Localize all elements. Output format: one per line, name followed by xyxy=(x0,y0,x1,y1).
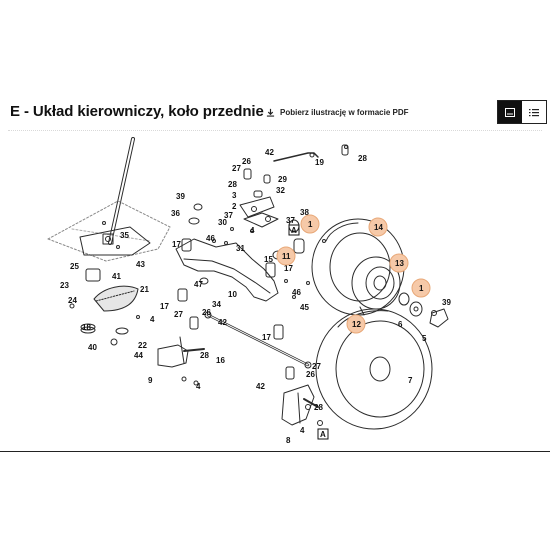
callout-label[interactable]: 25 xyxy=(70,262,79,271)
parts-diagram: 42 26 27 19 28 29 28 32 3 2 38 37 37 39 … xyxy=(8,130,542,453)
callout-label[interactable]: 13 xyxy=(395,259,404,268)
image-view-icon xyxy=(505,107,515,117)
callout-label[interactable]: 26 xyxy=(242,157,251,166)
callout-labels: 42 26 27 19 28 29 28 32 3 2 38 37 37 39 … xyxy=(60,148,451,445)
callout-label[interactable]: 39 xyxy=(176,192,185,201)
callout-label[interactable]: 4 xyxy=(300,426,305,435)
callout-label[interactable]: 30 xyxy=(218,218,227,227)
callout-label[interactable]: 39 xyxy=(442,298,451,307)
callout-highlight[interactable] xyxy=(346,314,366,334)
callout-label[interactable]: A xyxy=(320,430,326,439)
callout-label[interactable]: 32 xyxy=(276,186,285,195)
callout-label[interactable]: 42 xyxy=(218,318,227,327)
callout-label[interactable]: 18 xyxy=(82,323,91,332)
callout-label[interactable]: 24 xyxy=(68,296,77,305)
callout-highlight[interactable] xyxy=(276,246,296,266)
callout-label[interactable]: 42 xyxy=(265,148,274,157)
download-pdf-label: Pobierz ilustrację w formacie PDF xyxy=(280,108,409,117)
callout-label[interactable]: 35 xyxy=(120,231,129,240)
page-title: E - Układ kierowniczy, koło przednie xyxy=(10,103,264,120)
image-view-button[interactable] xyxy=(498,101,522,123)
callout-label[interactable]: 37 xyxy=(286,216,295,225)
callout-highlight[interactable] xyxy=(368,217,388,237)
callout-highlight[interactable] xyxy=(389,253,409,273)
parts-diagram-drawing: 42 26 27 19 28 29 28 32 3 2 38 37 37 39 … xyxy=(47,137,451,445)
callout-label[interactable]: 12 xyxy=(352,320,361,329)
callout-label[interactable]: 3 xyxy=(232,191,237,200)
callout-label[interactable]: 5 xyxy=(422,334,427,343)
callout-label[interactable]: 46 xyxy=(206,234,215,243)
callout-label[interactable]: 28 xyxy=(358,154,367,163)
callout-label[interactable]: 6 xyxy=(398,320,403,329)
view-toggle xyxy=(497,100,547,124)
callout-label[interactable]: 8 xyxy=(286,436,291,445)
callout-label[interactable]: 4 xyxy=(150,315,155,324)
callout-label[interactable]: 7 xyxy=(408,376,413,385)
callout-label[interactable]: 11 xyxy=(282,252,291,261)
callout-label[interactable]: 38 xyxy=(300,208,309,217)
callout-label[interactable]: 28 xyxy=(228,180,237,189)
callout-label[interactable]: 47 xyxy=(194,280,203,289)
callout-label[interactable]: 46 xyxy=(292,288,301,297)
highlighted-callouts: 14 13 1 1 11 12 xyxy=(276,214,431,334)
callout-label[interactable]: 27 xyxy=(232,164,241,173)
callout-highlight[interactable] xyxy=(300,214,320,234)
callout-label[interactable]: 15 xyxy=(264,255,273,264)
callout-label[interactable]: 29 xyxy=(278,175,287,184)
callout-label[interactable]: 22 xyxy=(138,341,147,350)
page-header: E - Układ kierowniczy, koło przednie Pob… xyxy=(0,96,550,130)
callout-label[interactable]: 17 xyxy=(284,264,293,273)
list-view-icon xyxy=(529,108,539,116)
callout-label[interactable]: 1 xyxy=(308,220,313,229)
callout-label[interactable]: 37 xyxy=(224,211,233,220)
callout-label[interactable]: A xyxy=(291,226,297,235)
callout-label[interactable]: 28 xyxy=(200,351,209,360)
callout-highlight[interactable] xyxy=(411,278,431,298)
callout-label[interactable]: 19 xyxy=(315,158,324,167)
callout-label[interactable]: 10 xyxy=(228,290,237,299)
footer-divider xyxy=(0,451,550,452)
callout-label[interactable]: 4 xyxy=(250,226,255,235)
callout-label[interactable]: 27 xyxy=(312,362,321,371)
callout-label[interactable]: 14 xyxy=(374,223,383,232)
callout-label[interactable]: 44 xyxy=(134,351,143,360)
callout-label[interactable]: 27 xyxy=(174,310,183,319)
callout-label[interactable]: 1 xyxy=(419,284,424,293)
download-pdf-link[interactable]: Pobierz ilustrację w formacie PDF xyxy=(266,108,408,117)
callout-label[interactable]: 9 xyxy=(148,376,153,385)
callout-label[interactable]: 26 xyxy=(306,370,315,379)
download-icon xyxy=(266,108,275,117)
callout-label[interactable]: 4 xyxy=(196,382,201,391)
list-view-button[interactable] xyxy=(522,101,546,123)
callout-label[interactable]: 23 xyxy=(60,281,69,290)
callout-label[interactable]: 16 xyxy=(216,356,225,365)
callout-label[interactable]: 2 xyxy=(232,202,237,211)
callout-label[interactable]: 31 xyxy=(236,244,245,253)
callout-label[interactable]: 41 xyxy=(112,272,121,281)
callout-label[interactable]: 26 xyxy=(202,308,211,317)
callout-label[interactable]: 17 xyxy=(262,333,271,342)
callout-label[interactable]: 36 xyxy=(171,209,180,218)
callout-label[interactable]: 43 xyxy=(136,260,145,269)
callout-label[interactable]: 40 xyxy=(88,343,97,352)
callout-label[interactable]: 34 xyxy=(212,300,221,309)
callout-label[interactable]: 17 xyxy=(160,302,169,311)
callout-label[interactable]: 45 xyxy=(300,303,309,312)
callout-label[interactable]: 42 xyxy=(256,382,265,391)
callout-label[interactable]: 28 xyxy=(314,403,323,412)
callout-label[interactable]: 17 xyxy=(172,240,181,249)
callout-label[interactable]: 21 xyxy=(140,285,149,294)
